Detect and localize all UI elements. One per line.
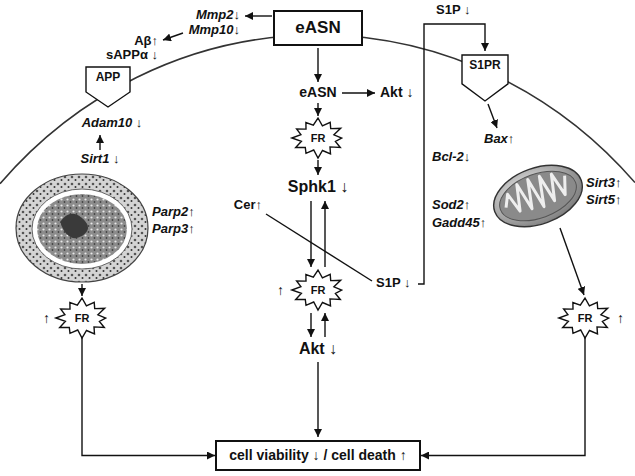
pathway-label: S1P ↓ <box>436 3 470 18</box>
mitochondrion <box>485 154 591 238</box>
connector-arrow <box>421 338 585 456</box>
node-text: cell viability ↓ / cell death ↑ <box>229 447 406 463</box>
arrow <box>317 362 318 437</box>
pathway-label: eASN <box>299 84 336 100</box>
pathway-label: Mmp2↓ <box>196 8 240 23</box>
arrow <box>317 160 318 175</box>
free-radical-star: FR <box>558 298 612 338</box>
node-text: FR <box>311 284 326 297</box>
arrow <box>324 313 325 337</box>
pathway-label: ↑ <box>277 282 284 298</box>
arrow <box>310 313 311 337</box>
node-text: eASN <box>295 18 340 38</box>
arrow <box>342 92 375 93</box>
pathway-label: Sirt5↑ <box>586 193 621 208</box>
chromatin <box>37 194 127 264</box>
pathway-label: Sirt1 ↓ <box>80 152 119 167</box>
star-shape <box>559 298 609 338</box>
pathway-label: Mmp10↓ <box>189 23 240 38</box>
nucleolus <box>60 214 88 238</box>
arrow <box>99 135 100 150</box>
node-text: FR <box>578 312 593 325</box>
free-radical-star: FR <box>291 118 345 158</box>
pathway-label: Akt ↓ <box>380 84 413 100</box>
receptor-shape <box>86 67 130 107</box>
pathway-label: Gadd45↑ <box>432 216 486 231</box>
node-text: FR <box>311 132 326 145</box>
arrow <box>245 15 272 16</box>
arrow <box>163 33 183 40</box>
connector-arrow <box>82 338 215 456</box>
receptor-symbol: APP <box>85 66 131 108</box>
free-radical-star: FR <box>291 270 345 310</box>
star-shape <box>292 270 342 310</box>
pathway-label: ↑ <box>43 310 50 326</box>
arrow <box>81 284 82 296</box>
pathway-label: sAPPα ↓ <box>106 48 158 63</box>
receptor-shape <box>462 55 508 101</box>
nuclear-envelope <box>32 189 132 269</box>
arrow <box>310 201 311 267</box>
pathway-arrows <box>82 16 584 437</box>
pathway-label: Sphk1 ↓ <box>288 178 348 196</box>
mitochondrion-matrix <box>493 162 583 231</box>
pathway-label: Bcl-2↓ <box>432 150 470 165</box>
pathway-label: Cer↑ <box>234 198 262 213</box>
nucleus-outer <box>16 174 148 282</box>
pathway-label: Parp2↑ <box>152 205 195 220</box>
star-shape <box>292 118 342 158</box>
node-text: S1PR <box>469 59 500 73</box>
pathway-label: Sirt3↑ <box>586 176 621 191</box>
cell-membrane <box>0 35 635 184</box>
pathway-label: Aβ↑ <box>134 34 158 49</box>
cristae <box>500 167 573 219</box>
arrow <box>488 104 497 128</box>
arrow <box>324 201 325 267</box>
outcome-box: cell viability ↓ / cell death ↑ <box>215 440 421 471</box>
free-radical-star: FR <box>55 298 109 338</box>
pathway-label: Sod2↑ <box>432 198 470 213</box>
node-text: FR <box>75 312 90 325</box>
pathway-label: Parp3↑ <box>152 222 195 237</box>
arrow <box>317 48 318 82</box>
arrow <box>560 228 584 295</box>
receptor-symbol: S1PR <box>461 54 509 102</box>
nucleus <box>16 174 148 282</box>
arrow <box>317 103 318 116</box>
pathway-label: Bax↑ <box>484 132 514 147</box>
pathway-label: Akt ↓ <box>299 340 337 358</box>
stimulus-box: eASN <box>273 10 363 46</box>
node-text: APP <box>96 71 121 85</box>
pathway-label: S1P ↓ <box>376 276 410 291</box>
pathway-label: Adam10 ↓ <box>82 116 143 131</box>
star-shape <box>56 298 106 338</box>
pathway-label: ↑ <box>617 310 624 326</box>
mitochondrion-outer <box>485 154 591 238</box>
